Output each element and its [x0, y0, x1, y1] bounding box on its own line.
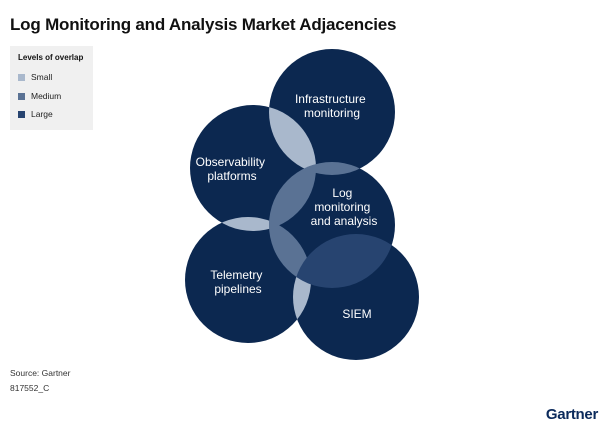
- label-log-monitoring: Log monitoring and analysis: [311, 186, 378, 228]
- overlap-telemetry-log: [269, 217, 311, 288]
- legend: Levels of overlap Small Medium Large: [10, 46, 93, 130]
- legend-label-large: Large: [31, 109, 53, 119]
- page-title: Log Monitoring and Analysis Market Adjac…: [10, 15, 397, 34]
- legend-label-small: Small: [31, 72, 53, 82]
- legend-swatch-small: [18, 73, 25, 81]
- legend-item-medium: Medium: [18, 91, 61, 101]
- source-note: Source: Gartner: [10, 368, 71, 378]
- legend-title: Levels of overlap: [18, 53, 84, 62]
- overlap-observability-log: [269, 162, 316, 231]
- legend-swatch-large: [18, 110, 25, 118]
- legend-item-large: Large: [18, 109, 53, 119]
- legend-item-small: Small: [18, 72, 52, 82]
- overlap-infrastructure-observability: [269, 105, 316, 175]
- label-siem: SIEM: [342, 307, 371, 321]
- legend-swatch-medium: [18, 92, 25, 100]
- label-infrastructure-monitoring: Infrastructure monitoring: [295, 92, 369, 120]
- label-observability-platforms: Observability platforms: [196, 155, 269, 183]
- label-telemetry-pipelines: Telemetry pipelines: [210, 268, 265, 296]
- document-id: 817552_C: [10, 383, 50, 393]
- gartner-logo: Gartner: [545, 406, 598, 423]
- legend-label-medium: Medium: [31, 91, 62, 101]
